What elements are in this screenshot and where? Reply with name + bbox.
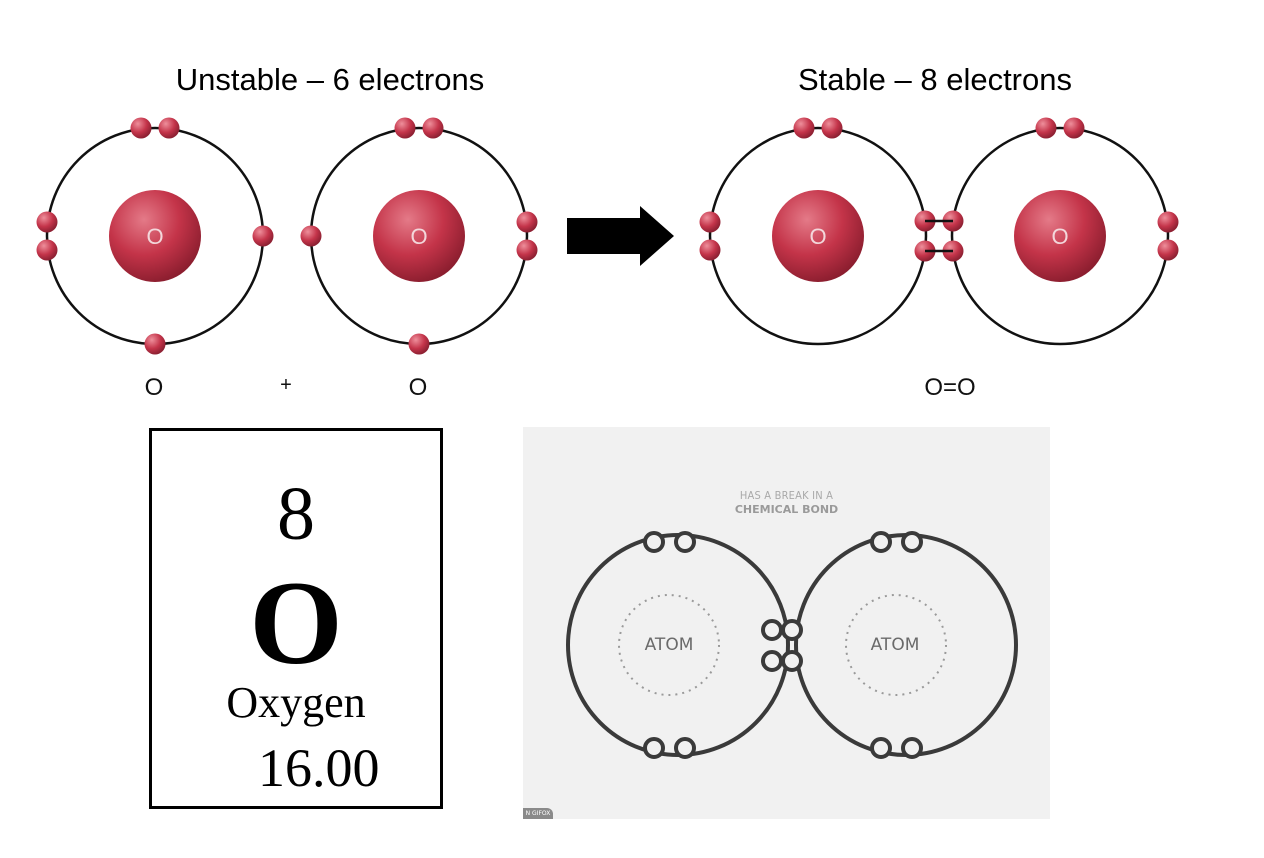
electron xyxy=(408,333,430,355)
nucleus-label: O xyxy=(146,224,163,249)
nucleus-label: O xyxy=(809,224,826,249)
atomic-number: 8 xyxy=(277,472,315,556)
electron xyxy=(699,239,721,261)
gif-atom-label-right: ATOM xyxy=(870,635,920,655)
electron xyxy=(1157,239,1179,261)
electron xyxy=(422,117,444,139)
gif-electron xyxy=(901,737,923,759)
bohr-diagram: O O O O xyxy=(36,117,1179,355)
electron xyxy=(821,117,843,139)
gif-nucleus-left xyxy=(618,594,720,696)
gif-shared-electron xyxy=(761,619,783,641)
chemical-bond-animation: HAS A BREAK IN A CHEMICAL BOND ATOM ATOM… xyxy=(523,427,1050,819)
gif-diagram xyxy=(566,531,1018,759)
electron xyxy=(1035,117,1057,139)
electron xyxy=(36,239,58,261)
equation-plus: + xyxy=(280,374,292,396)
molecule-o2-stable: O O xyxy=(699,117,1179,346)
nucleus-label: O xyxy=(1051,224,1068,249)
electron xyxy=(300,225,322,247)
gif-atom-label-left: ATOM xyxy=(644,635,694,655)
gif-caption-line2: CHEMICAL BOND xyxy=(734,503,839,516)
electron xyxy=(516,239,538,261)
electron xyxy=(158,117,180,139)
electron-shell xyxy=(708,126,928,346)
title-stable: Stable – 8 electrons xyxy=(797,62,1072,97)
title-unstable: Unstable – 6 electrons xyxy=(175,62,485,97)
electron xyxy=(516,211,538,233)
electron xyxy=(144,333,166,355)
electron xyxy=(130,117,152,139)
nucleus xyxy=(772,190,864,282)
atomic-mass: 16.00 xyxy=(258,738,380,798)
gif-electron xyxy=(643,531,665,553)
nucleus xyxy=(373,190,465,282)
electron xyxy=(394,117,416,139)
equation-atom-right: O xyxy=(408,374,428,401)
gif-caption-line1: HAS A BREAK IN A xyxy=(739,489,834,502)
gif-electron xyxy=(870,531,892,553)
nucleus-label: O xyxy=(410,224,427,249)
gif-electron xyxy=(674,737,696,759)
atom-left-unstable: O xyxy=(36,117,274,355)
reaction-arrow-icon xyxy=(567,206,674,266)
electron xyxy=(36,211,58,233)
atom-right-unstable: O xyxy=(300,117,538,355)
electron xyxy=(1157,211,1179,233)
gif-shared-electron xyxy=(761,650,783,672)
element-symbol: O xyxy=(249,556,343,689)
gif-electron xyxy=(643,737,665,759)
element-name: Oxygen xyxy=(226,678,366,727)
gif-nucleus-right xyxy=(845,594,947,696)
equation-atom-left: O xyxy=(144,374,164,401)
electron-shell xyxy=(950,126,1170,346)
electron xyxy=(699,211,721,233)
nucleus xyxy=(1014,190,1106,282)
electron xyxy=(1063,117,1085,139)
periodic-table-tile: 8 O Oxygen 16.00 xyxy=(149,428,443,809)
electron xyxy=(252,225,274,247)
gifox-badge: N GIFOX xyxy=(523,808,553,819)
nucleus xyxy=(109,190,201,282)
gif-electron xyxy=(674,531,696,553)
gif-shared-electron xyxy=(781,650,803,672)
gif-electron xyxy=(901,531,923,553)
gif-electron xyxy=(870,737,892,759)
gif-shared-electron xyxy=(781,619,803,641)
electron xyxy=(793,117,815,139)
equation-molecule: O=O xyxy=(924,374,976,401)
